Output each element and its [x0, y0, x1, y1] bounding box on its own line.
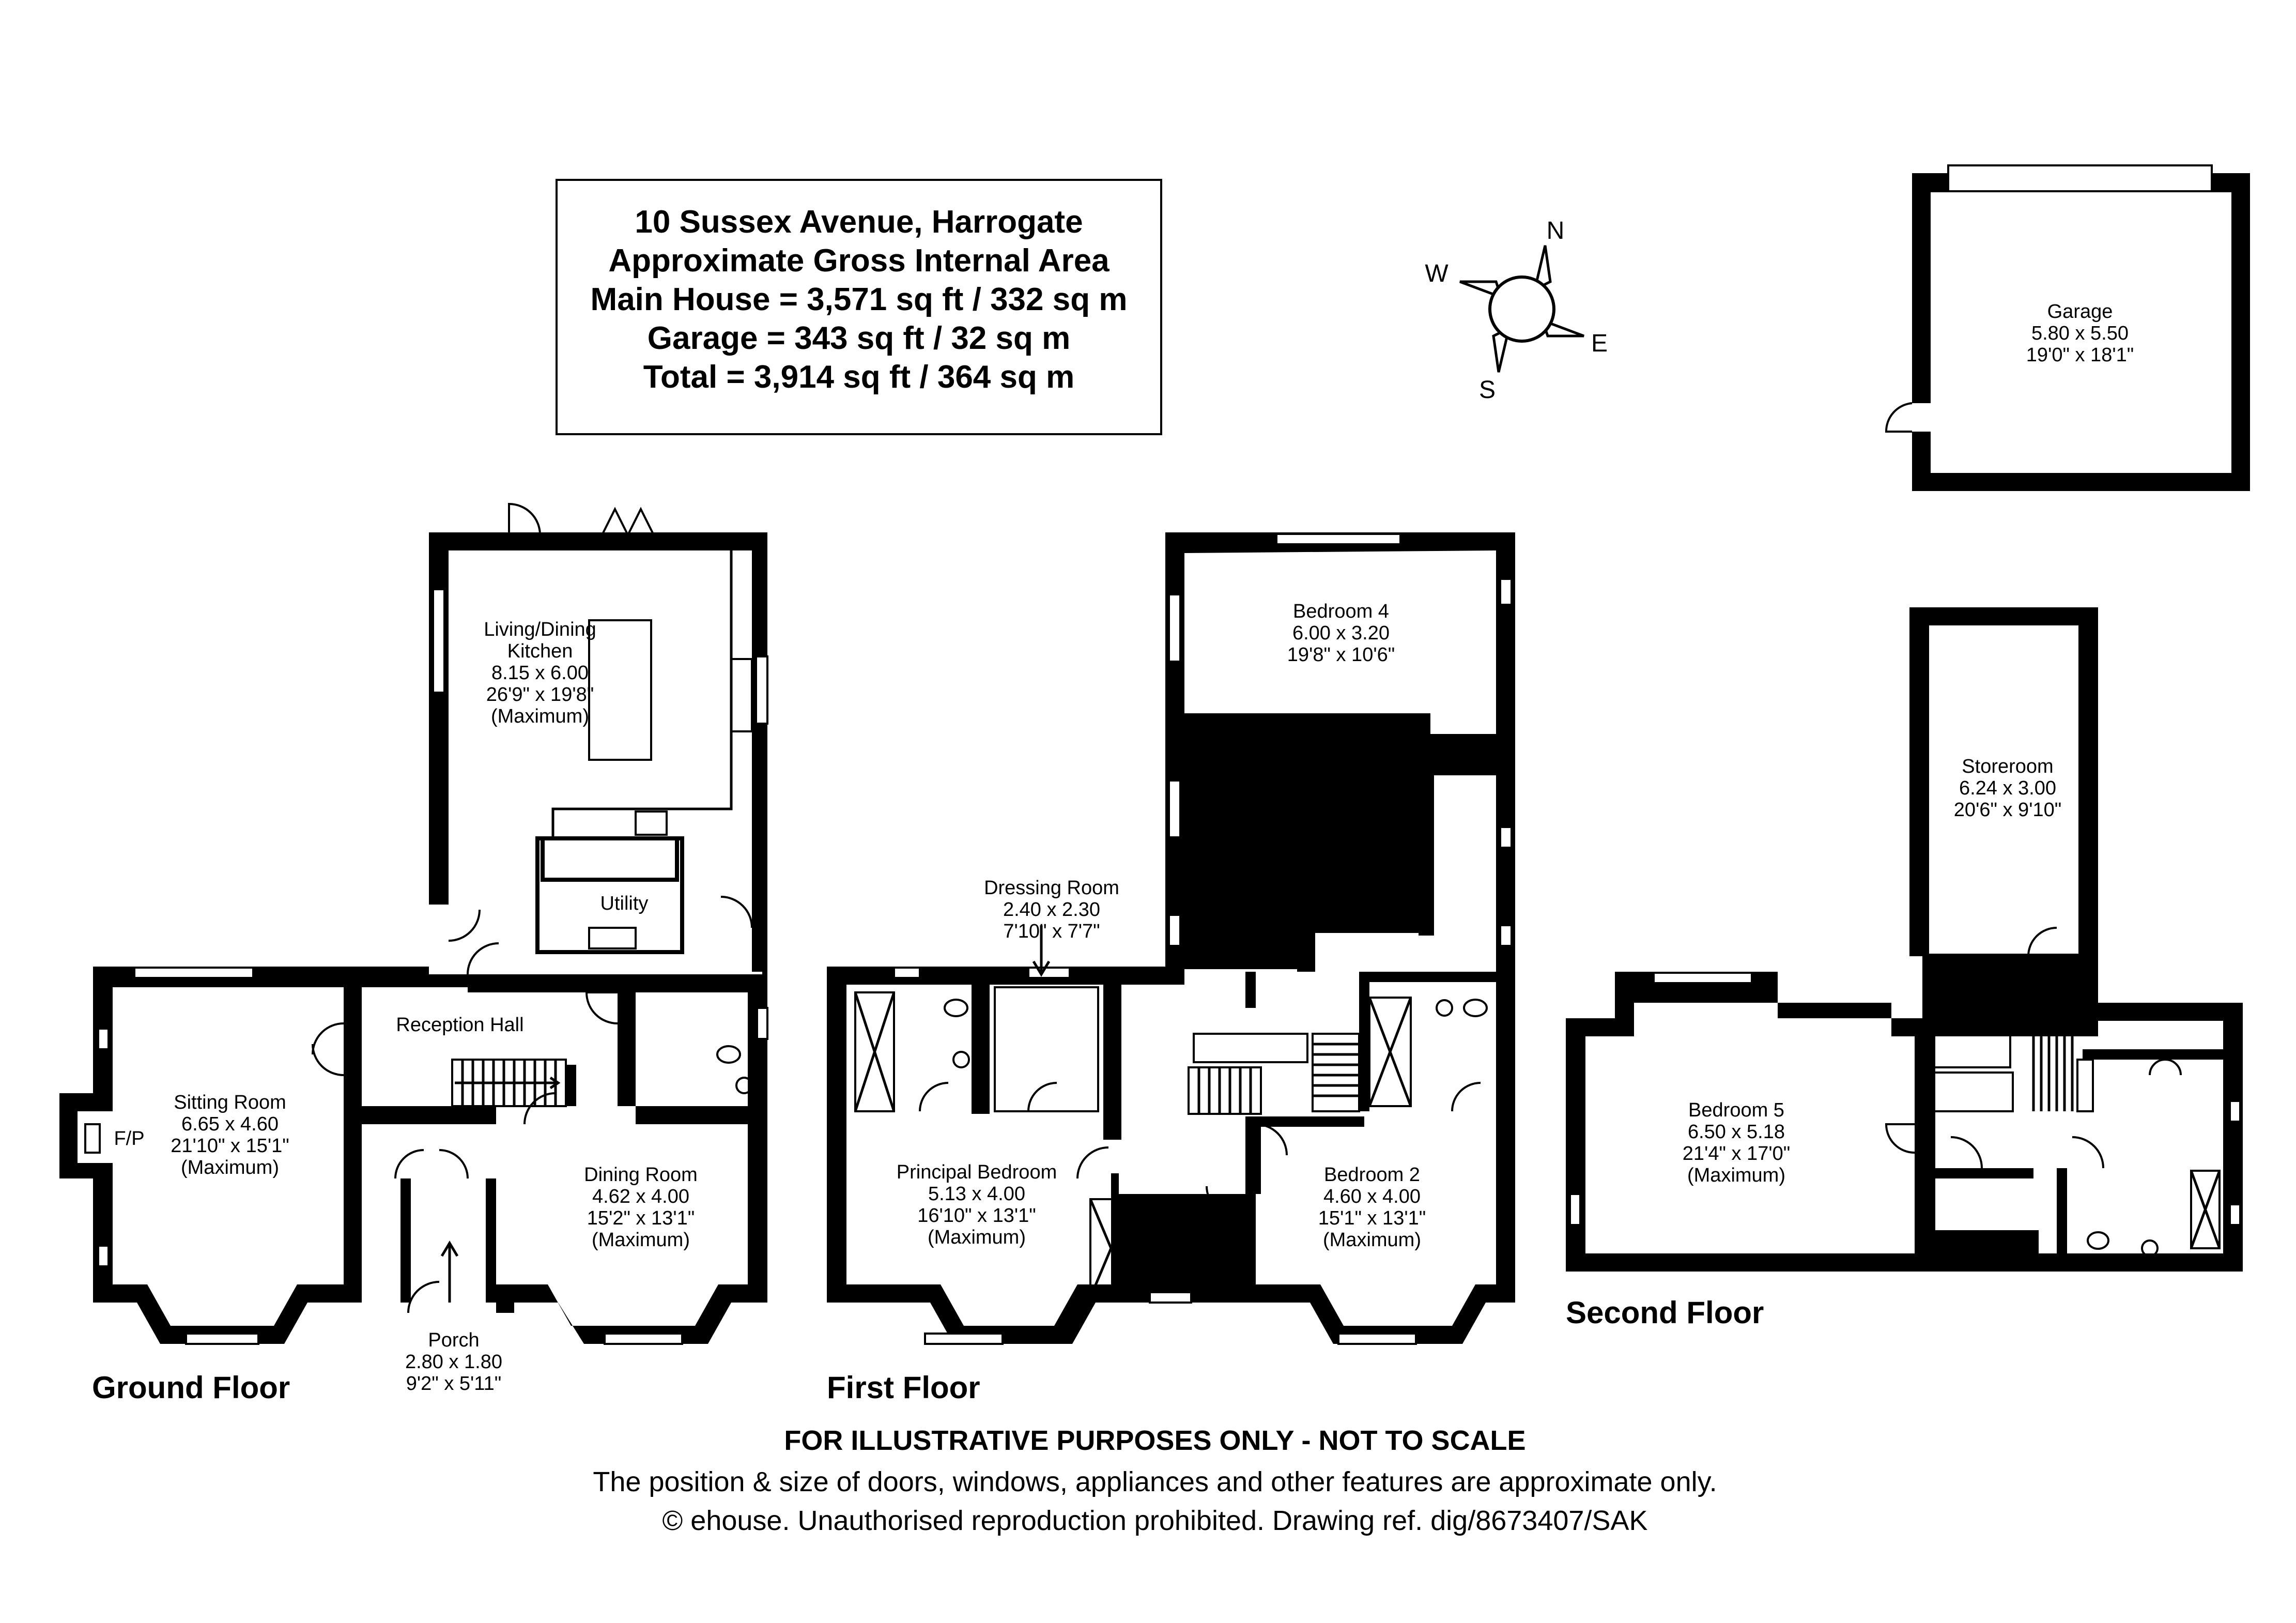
svg-text:6.00 x 3.20: 6.00 x 3.20 [1292, 622, 1390, 644]
room-label-bedroom-2: Bedroom 2 4.60 x 4.00 15'1" x 13'1" (Max… [1318, 1164, 1426, 1251]
room-label-bedroom-5: Bedroom 5 6.50 x 5.18 21'4" x 17'0" (Max… [1683, 1099, 1790, 1186]
room-label-dining-room: Dining Room 4.62 x 4.00 15'2" x 13'1" (M… [584, 1164, 698, 1251]
svg-text:Porch: Porch [428, 1329, 479, 1351]
svg-text:(Maximum): (Maximum) [592, 1229, 690, 1251]
svg-text:5.13 x 4.00: 5.13 x 4.00 [928, 1183, 1025, 1205]
svg-text:Principal Bedroom: Principal Bedroom [897, 1161, 1057, 1183]
svg-text:(Maximum): (Maximum) [928, 1227, 1026, 1248]
svg-text:(Maximum): (Maximum) [491, 706, 589, 727]
room-labels: Living/Dining Kitchen 8.15 x 6.00 26'9" … [114, 301, 2134, 1395]
room-label-storeroom: Storeroom 6.24 x 3.00 20'6" x 9'10" [1954, 756, 2061, 821]
info-garage-area: Garage = 343 sq ft / 32 sq m [648, 320, 1070, 356]
ground-floor-plan [59, 502, 768, 1345]
svg-text:21'10" x 15'1": 21'10" x 15'1" [171, 1135, 289, 1157]
info-total-area: Total = 3,914 sq ft / 364 sq m [643, 359, 1074, 395]
room-label-principal-bedroom: Principal Bedroom 5.13 x 4.00 16'10" x 1… [897, 1161, 1057, 1248]
svg-text:16'10" x 13'1": 16'10" x 13'1" [917, 1205, 1036, 1227]
compass-n: N [1547, 217, 1565, 244]
compass-s: S [1479, 376, 1496, 404]
room-label-kitchen: Living/Dining Kitchen 8.15 x 6.00 26'9" … [484, 619, 596, 727]
compass-w: W [1425, 260, 1449, 287]
svg-text:4.62 x 4.00: 4.62 x 4.00 [592, 1186, 689, 1207]
svg-text:Kitchen: Kitchen [507, 640, 573, 662]
compass-icon: N E S W [1425, 217, 1608, 404]
svg-text:Living/Dining: Living/Dining [484, 619, 596, 640]
svg-text:Sitting Room: Sitting Room [174, 1092, 286, 1113]
svg-text:6.50 x 5.18: 6.50 x 5.18 [1688, 1121, 1785, 1143]
svg-text:(Maximum): (Maximum) [1323, 1229, 1421, 1251]
floor-label-first: First Floor [827, 1370, 980, 1405]
floor-label-second: Second Floor [1566, 1295, 1764, 1330]
room-label-dressing-room: Dressing Room 2.40 x 2.30 7'10" x 7'7" [984, 877, 1119, 942]
room-label-utility: Utility [600, 893, 649, 914]
svg-text:15'2" x 13'1": 15'2" x 13'1" [587, 1207, 695, 1229]
svg-text:4.60 x 4.00: 4.60 x 4.00 [1323, 1186, 1421, 1207]
info-box: 10 Sussex Avenue, Harrogate Approximate … [556, 179, 1162, 435]
svg-text:Dining Room: Dining Room [584, 1164, 698, 1186]
svg-text:(Maximum): (Maximum) [1687, 1165, 1785, 1186]
svg-text:19'8" x 10'6": 19'8" x 10'6" [1287, 644, 1395, 666]
room-label-bedroom-4: Bedroom 4 6.00 x 3.20 19'8" x 10'6" [1287, 601, 1395, 666]
svg-text:15'1" x 13'1": 15'1" x 13'1" [1318, 1207, 1426, 1229]
svg-text:Bedroom 5: Bedroom 5 [1688, 1099, 1784, 1121]
svg-text:21'4" x 17'0": 21'4" x 17'0" [1683, 1143, 1790, 1165]
svg-text:19'0" x 18'1": 19'0" x 18'1" [2026, 344, 2134, 366]
footer-disclaimer-title: FOR ILLUSTRATIVE PURPOSES ONLY - NOT TO … [784, 1425, 1525, 1456]
svg-text:(Maximum): (Maximum) [181, 1157, 279, 1178]
svg-text:6.65 x 4.60: 6.65 x 4.60 [181, 1113, 279, 1135]
svg-text:Dressing Room: Dressing Room [984, 877, 1119, 899]
room-label-bedroom-3: Bedroom 3 4.70 x 4.40 15'5" x 14'5" (Max… [1254, 787, 1361, 874]
svg-text:8.15 x 6.00: 8.15 x 6.00 [491, 662, 589, 684]
footer-copyright: © ehouse. Unauthorised reproduction proh… [662, 1505, 1648, 1536]
svg-text:9'2" x 5'11": 9'2" x 5'11" [406, 1373, 501, 1395]
svg-text:(Maximum): (Maximum) [1258, 852, 1357, 874]
svg-text:6.24 x 3.00: 6.24 x 3.00 [1959, 777, 2056, 799]
svg-text:Bedroom 4: Bedroom 4 [1293, 601, 1389, 622]
floor-label-ground: Ground Floor [92, 1370, 290, 1405]
second-floor-plan [1566, 607, 2243, 1272]
stairs-icon [451, 1059, 567, 1107]
svg-text:7'10" x 7'7": 7'10" x 7'7" [1003, 921, 1100, 942]
svg-text:20'6" x 9'10": 20'6" x 9'10" [1954, 799, 2061, 821]
svg-text:Storeroom: Storeroom [1962, 756, 2053, 777]
svg-text:Bedroom 3: Bedroom 3 [1259, 787, 1355, 808]
room-label-porch: Porch 2.80 x 1.80 9'2" x 5'11" [405, 1329, 502, 1395]
svg-text:15'5" x 14'5": 15'5" x 14'5" [1254, 830, 1361, 852]
svg-text:Garage: Garage [2047, 301, 2113, 323]
svg-text:26'9" x 19'8": 26'9" x 19'8" [486, 684, 594, 706]
room-label-reception-hall: Reception Hall [396, 1014, 523, 1036]
fireplace-label: F/P [114, 1128, 144, 1150]
garage-plan [1885, 164, 2250, 491]
room-label-garage: Garage 5.80 x 5.50 19'0" x 18'1" [2026, 301, 2134, 366]
first-floor-plan [827, 532, 1515, 1345]
info-main-house-area: Main House = 3,571 sq ft / 332 sq m [591, 282, 1128, 317]
svg-text:2.80 x 1.80: 2.80 x 1.80 [405, 1351, 502, 1373]
room-label-sitting-room: Sitting Room 6.65 x 4.60 21'10" x 15'1" … [114, 1092, 289, 1178]
svg-text:2.40 x 2.30: 2.40 x 2.30 [1003, 899, 1100, 921]
svg-text:Bedroom 2: Bedroom 2 [1324, 1164, 1420, 1186]
svg-text:5.80 x 5.50: 5.80 x 5.50 [2031, 323, 2129, 344]
footer-disclaimer-text: The position & size of doors, windows, a… [593, 1466, 1717, 1497]
compass-e: E [1591, 330, 1608, 357]
info-title: 10 Sussex Avenue, Harrogate [635, 204, 1083, 240]
info-gia-heading: Approximate Gross Internal Area [608, 243, 1110, 279]
svg-text:4.70 x 4.40: 4.70 x 4.40 [1259, 808, 1356, 830]
